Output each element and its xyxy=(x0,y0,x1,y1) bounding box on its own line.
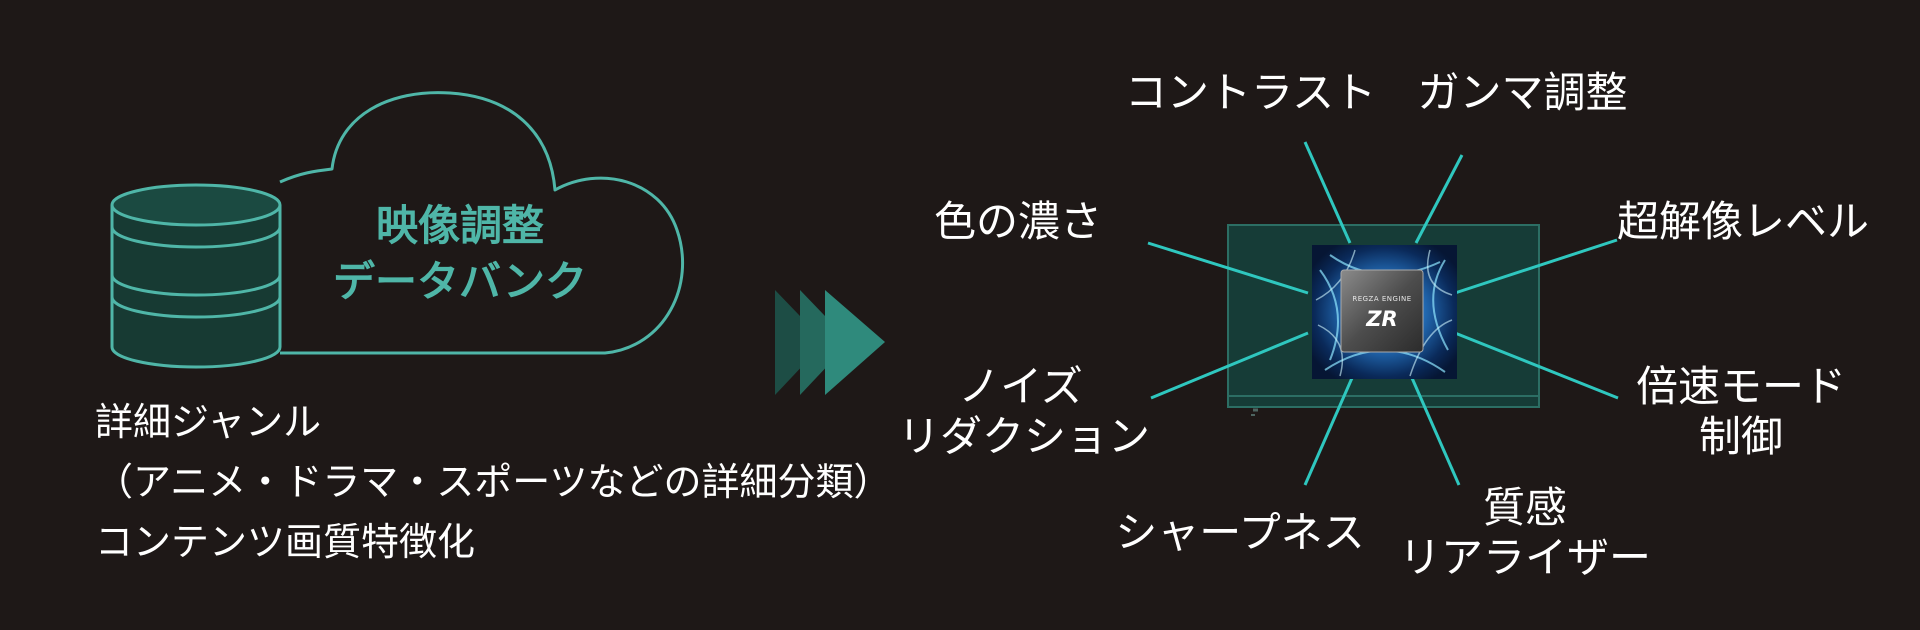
feature-item: 詳細ジャンル xyxy=(95,400,322,444)
label-noise-reduction-line1: ノイズ xyxy=(958,362,1083,411)
label-double-speed: 倍速モード 制御 xyxy=(1631,362,1851,462)
adjustment-rays xyxy=(1147,141,1619,486)
ray-contrast xyxy=(1303,141,1352,244)
label-noise-reduction: ノイズ リダクション xyxy=(898,362,1151,462)
ray-texture xyxy=(1410,377,1461,486)
label-contrast: コントラスト xyxy=(1125,68,1377,117)
label-texture-line2: リアライザー xyxy=(1398,533,1651,582)
chip-icon: REGZA ENGINE ZR xyxy=(1340,269,1424,353)
ray-double-speed xyxy=(1454,331,1619,400)
engine-model-label: ZR xyxy=(1365,307,1397,331)
database-icon xyxy=(110,183,282,369)
label-noise-reduction-line2: リダクション xyxy=(898,412,1151,461)
label-sharpness: シャープネス xyxy=(1115,508,1365,557)
feature-list: 詳細ジャンル （アニメ・ドラマ・スポーツなどの詳細分類） コンテンツ画質特徴化 xyxy=(95,392,891,572)
label-gamma: ガンマ調整 xyxy=(1417,68,1628,117)
ray-gamma xyxy=(1414,154,1464,244)
cloud-icon xyxy=(279,91,685,355)
label-texture-line1: 質感 xyxy=(1482,483,1567,532)
ray-sharpness xyxy=(1303,377,1354,486)
engine-brand-label: REGZA ENGINE xyxy=(1352,295,1411,303)
databank-illustration xyxy=(110,91,685,369)
label-double-speed-line2: 制御 xyxy=(1698,412,1783,461)
databank-title: 映像調整 データバンク xyxy=(300,198,620,310)
triple-arrow-icon xyxy=(775,290,885,395)
databank-title-line1: 映像調整 xyxy=(375,201,544,250)
label-super-resolution: 超解像レベル xyxy=(1616,197,1869,246)
feature-item: （アニメ・ドラマ・スポーツなどの詳細分類） xyxy=(95,460,892,504)
feature-item: コンテンツ画質特徴化 xyxy=(95,520,476,564)
label-double-speed-line1: 倍速モード xyxy=(1635,362,1846,411)
label-texture: 質感 リアライザー xyxy=(1395,483,1655,583)
label-color-density: 色の濃さ xyxy=(933,197,1102,246)
ray-noise-reduction xyxy=(1150,331,1309,400)
ray-color-density xyxy=(1147,241,1309,295)
ray-super-resolution xyxy=(1454,238,1618,295)
databank-title-line2: データバンク xyxy=(332,257,588,306)
